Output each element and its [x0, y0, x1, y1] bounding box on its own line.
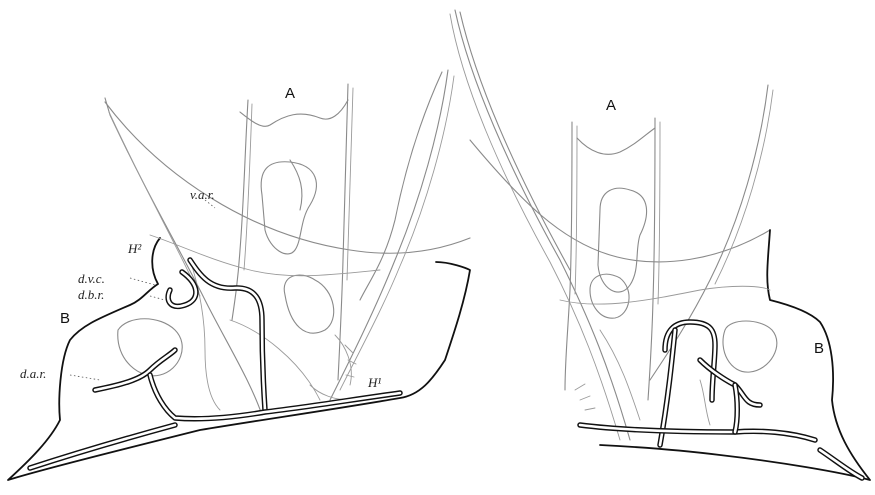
left-crest [240, 100, 348, 126]
label-H2: H² [127, 241, 142, 256]
right-spine-3 [648, 118, 655, 400]
right-upper-arc [470, 140, 770, 262]
right-lobe [723, 321, 777, 372]
label-var: v.a.r. [190, 187, 215, 202]
right-spine-2 [565, 122, 572, 390]
label-H1: H¹ [367, 375, 381, 390]
left-spine-1 [105, 98, 262, 415]
left-label-A: A [285, 85, 295, 102]
right-chamber-2 [590, 274, 629, 318]
right-spine-1 [455, 10, 630, 440]
left-upper-arc [105, 102, 470, 253]
right-label-B: B [814, 340, 824, 357]
left-spine-4 [330, 70, 448, 400]
label-dvc: d.v.c. [78, 271, 105, 286]
right-chamber-1 [598, 188, 647, 292]
label-dar: d.a.r. [20, 366, 46, 381]
label-dbr: d.b.r. [78, 287, 104, 302]
left-label-B: B [60, 310, 70, 327]
right-crest [577, 128, 655, 154]
right-label-A: A [606, 97, 616, 114]
right-body-outline [600, 230, 870, 480]
right-specimen [450, 10, 870, 480]
left-chamber-2 [284, 275, 334, 333]
left-chamber-1 [261, 162, 316, 254]
left-spine-3 [338, 84, 348, 380]
